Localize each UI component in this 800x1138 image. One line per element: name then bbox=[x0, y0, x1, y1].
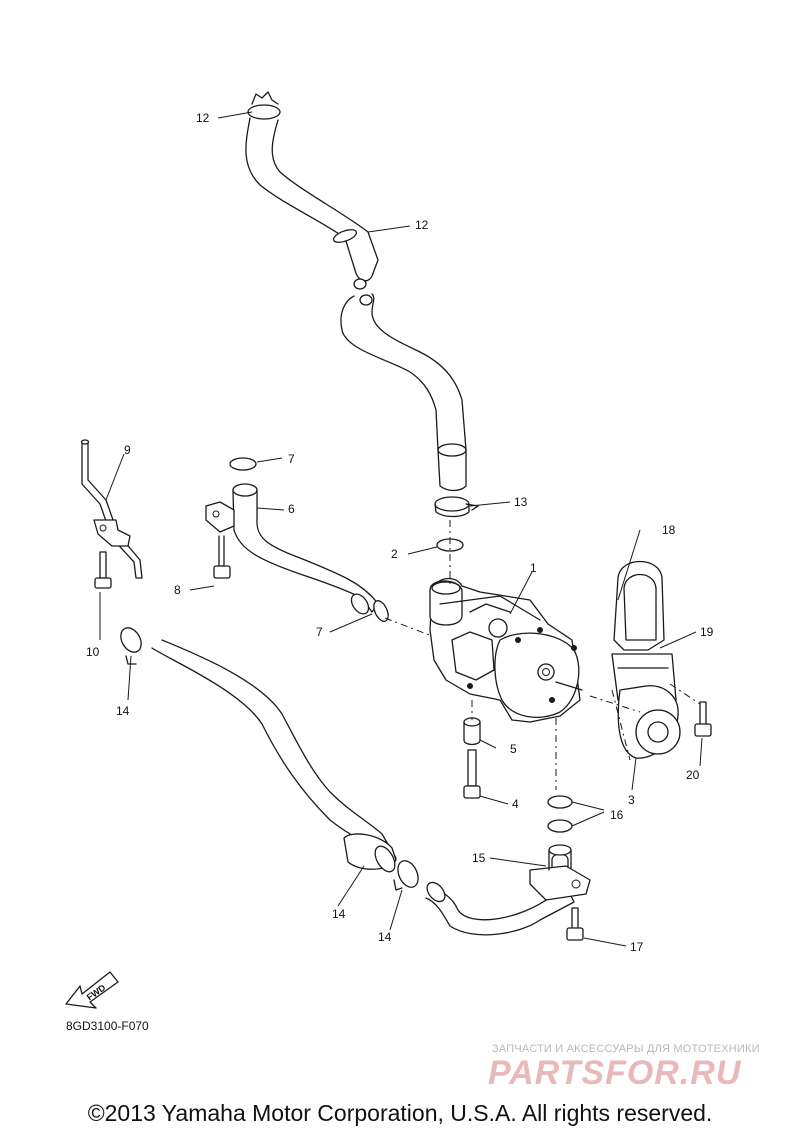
bolt-20 bbox=[694, 701, 712, 737]
hose-clamp-14-left bbox=[120, 627, 142, 665]
callout-16: 16 bbox=[610, 808, 624, 822]
callout-7-lower: 7 bbox=[316, 625, 323, 639]
leader-lines bbox=[99, 111, 703, 947]
callout-5: 5 bbox=[510, 742, 517, 756]
bolt-17 bbox=[566, 907, 584, 941]
callout-1: 1 bbox=[530, 561, 537, 575]
o-ring-7-lower bbox=[373, 600, 389, 622]
fwd-arrow-icon: FWD bbox=[65, 971, 119, 1009]
bolt-8 bbox=[213, 535, 231, 579]
o-ring-7-upper bbox=[229, 457, 257, 471]
callout-18: 18 bbox=[662, 523, 676, 537]
o-ring-16-lower bbox=[547, 819, 573, 833]
callout-7-upper: 7 bbox=[288, 452, 295, 466]
callout-3: 3 bbox=[628, 793, 635, 807]
callout-17: 17 bbox=[630, 940, 644, 954]
hose-clamp-upper bbox=[247, 91, 281, 120]
callout-19: 19 bbox=[700, 625, 714, 639]
callout-2: 2 bbox=[391, 547, 398, 561]
callout-12-lower: 13 bbox=[514, 495, 528, 509]
sprocket-3 bbox=[611, 685, 681, 761]
callout-labels: 12 12 13 2 1 7 6 7 9 8 10 14 5 4 18 19 3… bbox=[86, 111, 714, 954]
breather-hose-upper bbox=[245, 117, 467, 492]
bolt-10 bbox=[94, 551, 112, 589]
bolt-4 bbox=[463, 749, 481, 799]
o-ring-16-upper bbox=[547, 795, 573, 809]
callout-11: 12 bbox=[415, 218, 429, 232]
callout-12-upper: 12 bbox=[196, 111, 210, 125]
hose-clamp-lower bbox=[434, 496, 479, 518]
callout-20: 20 bbox=[686, 768, 700, 782]
diagram-code: 8GD3100-F070 bbox=[66, 1019, 149, 1033]
callout-14-right: 14 bbox=[378, 930, 392, 944]
callout-13: 14 bbox=[332, 907, 346, 921]
callout-4: 4 bbox=[512, 797, 519, 811]
collar-5 bbox=[463, 717, 481, 746]
callout-8: 8 bbox=[174, 583, 181, 597]
drive-chain-18 bbox=[613, 560, 665, 651]
callout-9: 9 bbox=[124, 443, 131, 457]
watermark-tagline: ЗАПЧАСТИ И АКСЕССУАРЫ ДЛЯ МОТОТЕХНИКИ bbox=[492, 1043, 760, 1055]
alignment-lines bbox=[384, 520, 701, 790]
copyright-notice: ©2013 Yamaha Motor Corporation, U.S.A. A… bbox=[87, 1100, 713, 1126]
oil-pipe-15 bbox=[425, 844, 591, 936]
oil-pipe-6 bbox=[205, 483, 379, 615]
oil-pump-assembly bbox=[429, 577, 583, 723]
callout-14-left: 14 bbox=[116, 704, 130, 718]
breather-pipe-9 bbox=[80, 439, 143, 579]
oil-hose-13 bbox=[151, 639, 397, 873]
callout-10: 10 bbox=[86, 645, 100, 659]
watermark-logo: PARTSFOR.RU bbox=[488, 1054, 742, 1092]
hose-clamp-14-right bbox=[393, 860, 419, 891]
callout-15: 15 bbox=[472, 851, 486, 865]
callout-6: 6 bbox=[288, 502, 295, 516]
